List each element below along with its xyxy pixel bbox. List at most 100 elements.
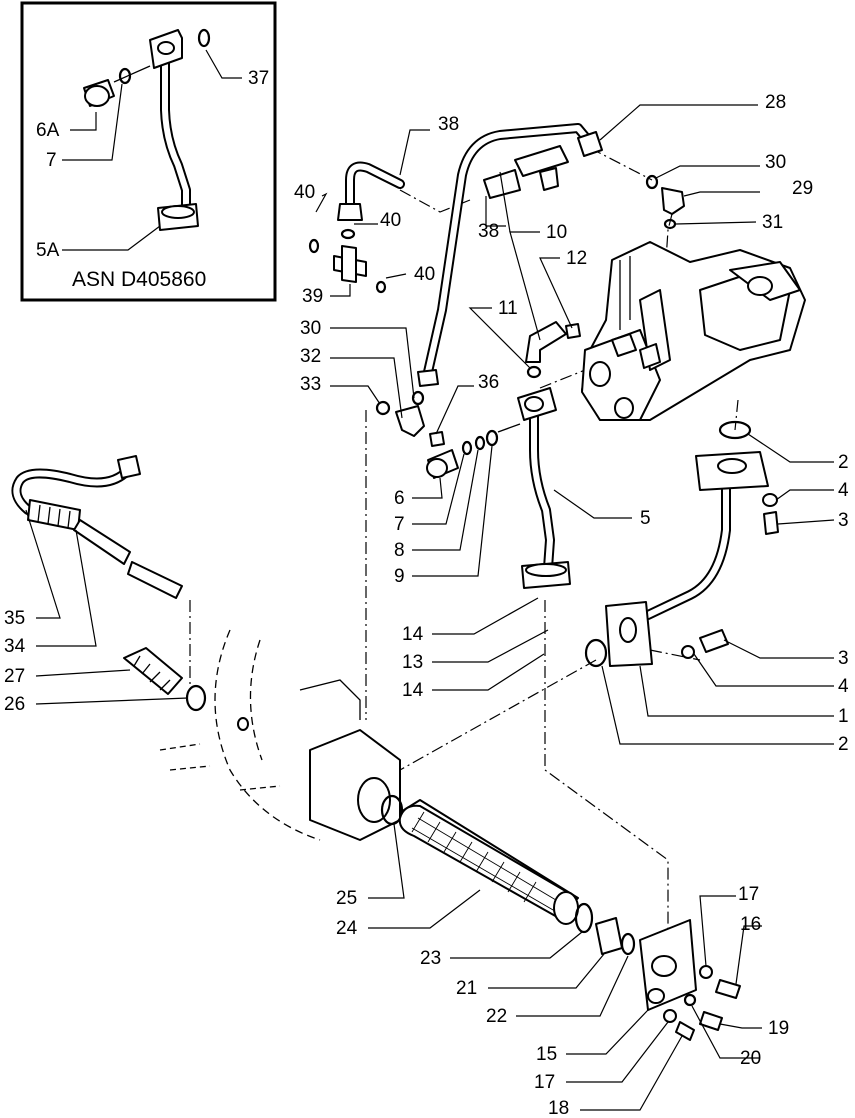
callout-6: 6 bbox=[394, 488, 405, 509]
oring-8 bbox=[474, 435, 486, 451]
fitting-21 bbox=[595, 917, 623, 955]
callout-17-top: 17 bbox=[738, 884, 759, 905]
bolt-3-top bbox=[763, 511, 779, 535]
sensor-harness bbox=[11, 455, 183, 599]
tee-39-group bbox=[308, 228, 387, 294]
hydraulic-pump bbox=[581, 241, 806, 421]
inset-frame bbox=[20, 1, 277, 302]
oring-31 bbox=[663, 218, 677, 230]
washer-17-bottom bbox=[663, 1009, 677, 1023]
oring-23 bbox=[574, 902, 594, 934]
callout-26: 26 bbox=[4, 694, 25, 715]
oring-22 bbox=[620, 932, 636, 956]
callout-14-bottom: 14 bbox=[402, 680, 424, 701]
oring-40-top bbox=[340, 228, 356, 240]
inset-label-5a: 5A bbox=[36, 240, 60, 261]
bolt-18 bbox=[675, 1021, 695, 1041]
callout-27: 27 bbox=[4, 666, 25, 687]
bolt-3-bottom bbox=[699, 629, 729, 653]
filter-end-cap bbox=[553, 891, 579, 925]
callout-19: 19 bbox=[768, 1018, 789, 1039]
callout-40-left: 40 bbox=[294, 182, 315, 203]
fittings-right bbox=[645, 174, 685, 230]
callout-38-top: 38 bbox=[438, 114, 459, 135]
fitting-32 bbox=[395, 405, 425, 437]
transmission-housing bbox=[159, 629, 404, 841]
plug-27-group bbox=[123, 647, 207, 712]
inset-label-6a: 6A bbox=[36, 120, 60, 141]
oring-30-left bbox=[411, 390, 425, 406]
callout-13: 13 bbox=[402, 652, 423, 673]
callout-labels: 38 28 30 29 31 40 40 40 39 10 12 11 38 3… bbox=[4, 92, 849, 1118]
callout-15: 15 bbox=[536, 1044, 557, 1065]
callout-30-right: 30 bbox=[765, 152, 786, 173]
suction-pipe-1 bbox=[584, 420, 779, 668]
callout-17-bottom: 17 bbox=[534, 1072, 555, 1093]
pipe-end-fitting bbox=[577, 131, 603, 157]
callout-11: 11 bbox=[498, 298, 518, 319]
leader-lines bbox=[25, 104, 835, 1111]
callout-12: 12 bbox=[566, 248, 587, 269]
plug-6-group bbox=[426, 423, 521, 479]
oring-33 bbox=[375, 400, 391, 416]
bolt-16 bbox=[715, 979, 741, 999]
sensor-rod bbox=[73, 519, 131, 565]
callout-4-bottom: 4 bbox=[838, 676, 849, 697]
callout-28: 28 bbox=[765, 92, 786, 113]
callout-36: 36 bbox=[478, 372, 499, 393]
bleed-fittings-left bbox=[375, 390, 445, 447]
oring-11 bbox=[526, 365, 542, 379]
callout-30-left: 30 bbox=[300, 318, 321, 339]
oring-20 bbox=[683, 993, 697, 1007]
oring-7 bbox=[461, 440, 473, 456]
tube-nut bbox=[337, 203, 363, 221]
callout-3-top: 3 bbox=[838, 510, 849, 531]
callout-1: 1 bbox=[838, 706, 849, 727]
callout-31: 31 bbox=[762, 212, 783, 233]
inset-panel: 37 6A 7 5A ASN D405860 bbox=[20, 1, 277, 302]
callout-21: 21 bbox=[456, 978, 477, 999]
callout-14-top: 14 bbox=[402, 624, 424, 645]
elbow-29 bbox=[661, 187, 685, 215]
callout-33: 33 bbox=[300, 374, 321, 395]
callout-8: 8 bbox=[394, 540, 405, 561]
inset-oring-7 bbox=[118, 67, 132, 85]
hydraulic-lines-top bbox=[337, 123, 603, 387]
callout-34: 34 bbox=[4, 636, 26, 657]
callout-22: 22 bbox=[486, 1006, 507, 1027]
plug-27 bbox=[123, 647, 183, 695]
callout-4-top: 4 bbox=[838, 480, 849, 501]
elbow-fitting-10 bbox=[525, 321, 567, 363]
callout-40-mid: 40 bbox=[380, 210, 401, 231]
callout-38-mid: 38 bbox=[478, 221, 499, 242]
callout-9: 9 bbox=[394, 566, 405, 587]
bolt-19 bbox=[699, 1011, 723, 1031]
oring-2-bottom bbox=[584, 638, 608, 668]
filter-element bbox=[398, 799, 636, 956]
inset-label-37: 37 bbox=[248, 68, 269, 89]
callout-39: 39 bbox=[302, 286, 323, 307]
oring-26 bbox=[185, 684, 207, 712]
sensor-body-34 bbox=[27, 499, 81, 531]
callout-29: 29 bbox=[792, 178, 813, 199]
oring-2-top bbox=[718, 420, 752, 440]
callout-16: 16 bbox=[740, 914, 761, 935]
oring-30-right bbox=[645, 174, 659, 190]
oring-9 bbox=[485, 429, 499, 447]
washer-4-top bbox=[762, 493, 778, 507]
callout-20: 20 bbox=[740, 1048, 761, 1069]
delivery-pipe-5 bbox=[517, 321, 581, 589]
screw-36 bbox=[429, 431, 445, 447]
washer-4-bottom bbox=[681, 645, 695, 659]
callout-24: 24 bbox=[336, 918, 358, 939]
callout-35: 35 bbox=[4, 608, 25, 629]
tee-fitting-10 bbox=[514, 145, 569, 177]
callout-23: 23 bbox=[420, 948, 441, 969]
callout-10: 10 bbox=[546, 222, 567, 243]
bracket-15-group bbox=[639, 919, 741, 1041]
oring-40-right bbox=[375, 280, 387, 294]
oring-25 bbox=[380, 794, 404, 826]
plug-12 bbox=[565, 323, 581, 339]
